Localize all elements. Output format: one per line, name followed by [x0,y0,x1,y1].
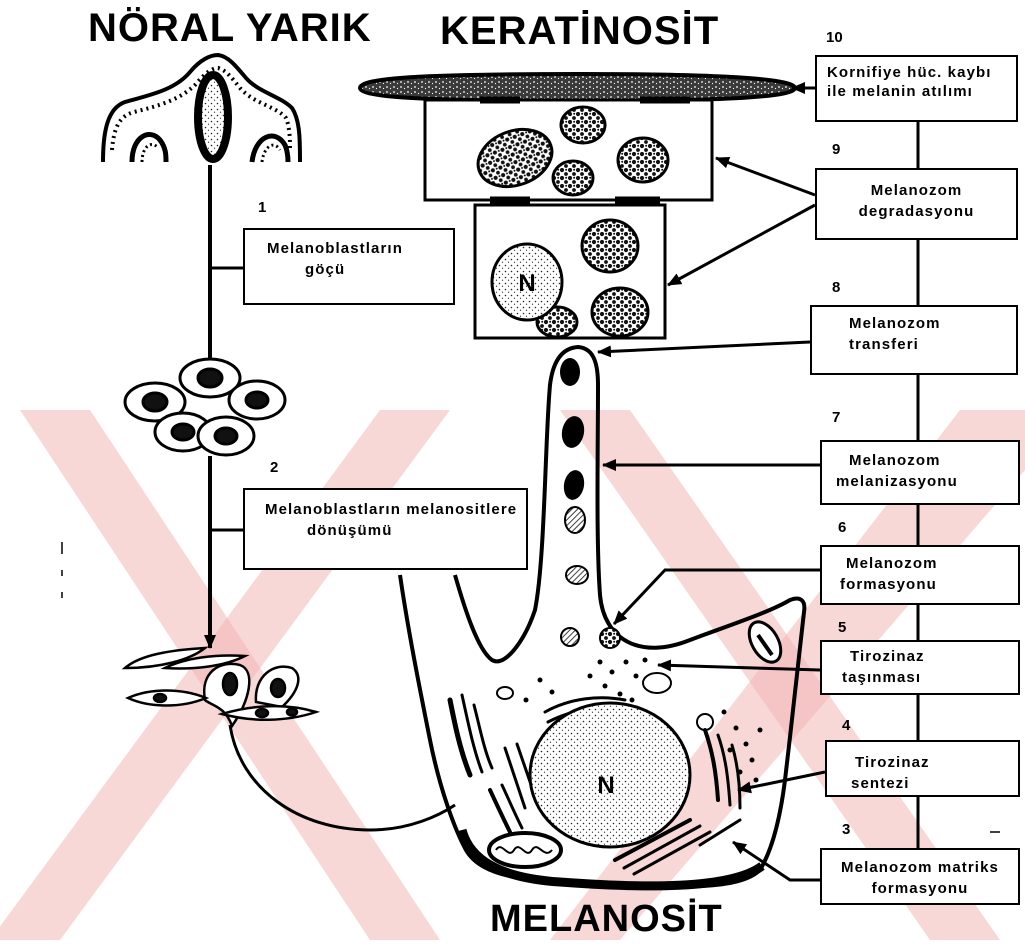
step-5-box: Tirozinaz taşınması [820,640,1020,695]
step-9-box: Melanozom degradasyonu [815,168,1018,240]
melanoblast-cluster [125,359,285,455]
premelanosome [643,673,671,693]
melanosome-stage-3 [565,507,585,533]
step-7-box: Melanozom melanizasyonu [820,440,1020,505]
step-1-number: 1 [258,200,266,215]
melanosome-complex [618,138,668,182]
step-9-number: 9 [832,142,840,157]
neural-fold-left [132,135,166,162]
melanoblast-nucleus [172,424,194,440]
melanosome-complex [582,220,638,272]
premelanosome [697,714,713,730]
neural-tube [198,75,228,159]
title-keratinocyte: KERATİNOSİT [440,11,719,51]
step-3-line-1: Melanozom matriks [822,857,1018,878]
neural-fold-right-cells [262,145,280,162]
step-1-line-2: göçü [245,259,453,280]
neural-groove-drawing [103,55,300,162]
step-4-line-1: Tirozinaz [827,752,1018,773]
melanosome-stage-4 [560,358,580,386]
cornified-layer [360,74,795,101]
premelanosome [497,687,513,699]
step-9-line-1: Melanozom [817,180,1016,201]
melanosome-complex [553,161,593,195]
step-6-number: 6 [838,520,846,535]
melanosome-stage-2 [561,628,579,646]
arrow-step-8 [598,342,810,352]
step-3-line-2: formasyonu [822,878,1018,899]
step-6-line-2: formasyonu [822,574,1018,595]
step-6-box: Melanozom formasyonu [820,545,1020,605]
step-5-number: 5 [838,620,846,635]
melanocyte-nucleus-label: N [597,772,614,799]
melanoblast-nucleus [215,428,237,444]
melanoblast-nucleus [143,393,167,411]
step-8-line-1: Melanozom [812,313,1016,334]
neural-fold-right [252,136,288,162]
cell-nucleus [256,709,268,717]
step-3-box: Melanozom matriks formasyonu [820,848,1020,905]
step-1-line-1: Melanoblastların [245,238,453,259]
step-5-line-2: taşınması [822,667,1018,688]
melanosome-stage-1 [600,628,620,648]
step-7-line-2: melanizasyonu [822,471,1018,492]
melanoblast-nucleus [198,369,222,387]
step-6-line-1: Melanozom [822,553,1018,574]
step-8-box: Melanozom transferi [810,305,1018,375]
step-10-number: 10 [826,30,843,45]
cell-nucleus [271,679,285,697]
arrow-step-9-lower [668,205,815,285]
step-2-number: 2 [270,460,278,475]
title-neural-groove: NÖRAL YARIK [88,8,372,48]
step-10-line-2: ile melanin atılımı [817,82,1016,101]
neural-fold-left-cells [142,144,158,162]
step-1-box: Melanoblastların göçü [243,228,455,305]
step-7-line-1: Melanozom [822,450,1018,471]
melanosome-stage-4 [562,468,587,501]
mitochondrion [489,833,561,867]
step-5-line-1: Tirozinaz [822,646,1018,667]
melanosome-complex [592,288,648,336]
melanoblast-nucleus [246,392,268,408]
step-2-box: Melanoblastların melanositlere dönüşümü [243,488,528,570]
title-melanocyte: MELANOSİT [490,900,723,938]
step-4-box: Tirozinaz sentezi [825,740,1020,797]
cell-nucleus [287,709,297,716]
step-10-line-1: Kornifiye hüc. kaybı [817,63,1016,82]
arrow-step-9-upper [716,158,815,195]
step-3-number: 3 [842,822,850,837]
step-7-number: 7 [832,410,840,425]
keratinocyte-nucleus-label: N [518,270,535,297]
immature-melanocyte-cluster [125,648,316,726]
step-9-line-2: degradasyonu [817,201,1016,222]
step-10-box: Kornifiye hüc. kaybı ile melanin atılımı [815,55,1018,122]
step-2-line-2: dönüşümü [245,520,526,541]
step-8-number: 8 [832,280,840,295]
melanosome-stage-2 [566,566,588,584]
step-4-line-2: sentezi [827,773,1018,794]
step-8-line-2: transferi [812,334,1016,355]
step-2-line-1: Melanoblastların melanositlere [245,499,526,520]
cell-nucleus [154,694,166,702]
cell-nucleus [223,673,237,695]
melanosome-complex [561,107,605,143]
step-4-number: 4 [842,718,850,733]
